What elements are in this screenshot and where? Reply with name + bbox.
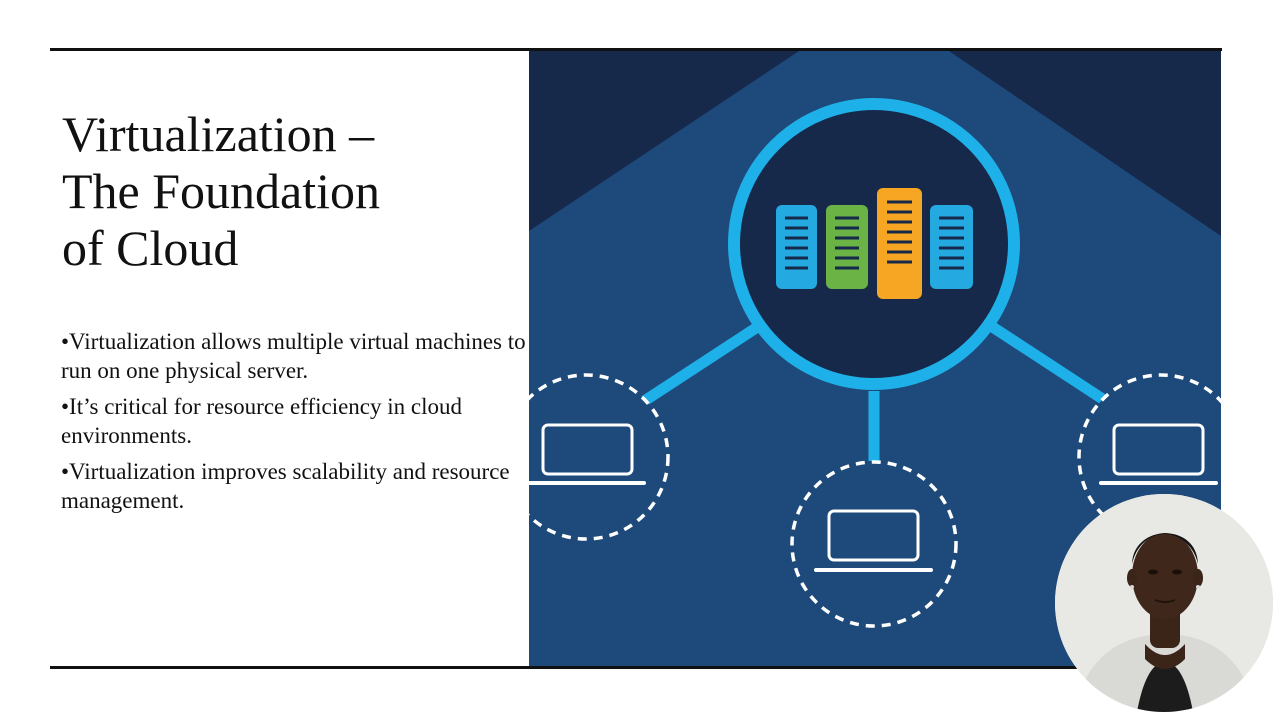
laptop-icon — [814, 509, 933, 572]
server-rack-icon — [776, 188, 973, 299]
bullet-item-1: •Virtualization allows multiple virtual … — [61, 329, 526, 383]
slide-title: Virtualization – The Foundation of Cloud — [62, 106, 502, 277]
bullet-item-2: •It’s critical for resource efficiency i… — [61, 394, 463, 448]
laptop-icon — [529, 423, 646, 485]
bullet-item-3: •Virtualization improves scalability and… — [61, 459, 510, 513]
title-line-1: Virtualization – — [62, 106, 375, 162]
server-hub — [728, 98, 1020, 390]
bullet-list: •Virtualization allows multiple virtual … — [61, 327, 531, 522]
virtualization-illustration — [529, 51, 1221, 666]
bottom-divider — [50, 666, 1150, 669]
title-line-2: The Foundation — [62, 163, 381, 219]
connector-lines — [625, 321, 1125, 461]
title-line-3: of Cloud — [62, 220, 239, 276]
presenter-webcam — [1055, 494, 1273, 712]
laptop-node-center — [790, 460, 958, 628]
laptop-node-left — [529, 373, 670, 541]
laptop-icon — [1099, 423, 1218, 485]
presenter-avatar — [1055, 494, 1273, 712]
top-divider — [50, 48, 1222, 51]
